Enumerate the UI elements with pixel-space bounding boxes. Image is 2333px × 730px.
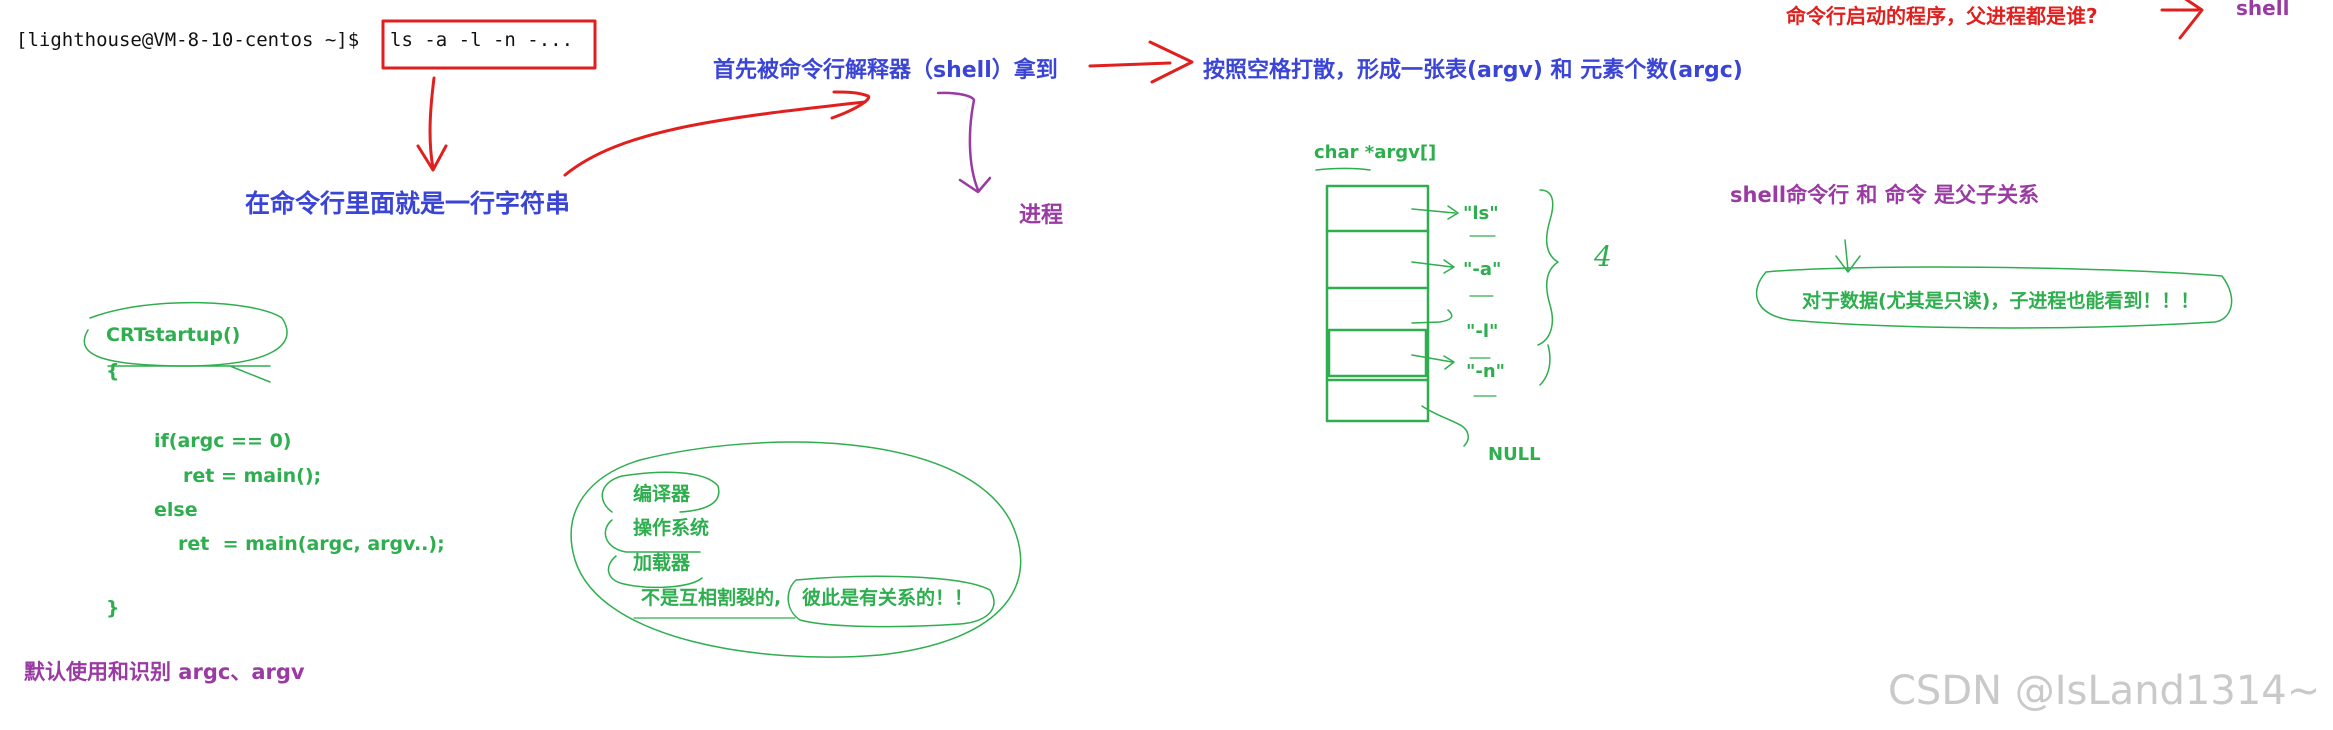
system-item: 操作系统 bbox=[633, 517, 710, 539]
child-data-bubble bbox=[1755, 266, 2233, 329]
argv-table-outline bbox=[1325, 184, 1430, 423]
arrow-to-split-head bbox=[1148, 40, 1194, 84]
note-command-line-string: 在命令行里面就是一行字符串 bbox=[245, 189, 571, 218]
argv-entry: "-l" bbox=[1466, 321, 1499, 342]
arrow-command-down-head bbox=[416, 144, 448, 172]
arrow-to-process bbox=[936, 91, 980, 192]
crt-header-circle bbox=[83, 301, 288, 367]
argv-null-terminator: NULL bbox=[1488, 444, 1541, 465]
crt-brace-underline bbox=[107, 365, 271, 383]
note-split-result: 按照空格打散，形成一张表(argv) 和 元素个数(argc) bbox=[1203, 58, 1743, 83]
down-arrow-to-bubble bbox=[1835, 239, 1861, 273]
argv-table-rows bbox=[1325, 229, 1430, 382]
note-parent-question: 命令行启动的程序，父进程都是谁? bbox=[1786, 4, 2098, 28]
crt-code-line: ret = main(argc, argv..); bbox=[178, 533, 445, 555]
arrow-to-shell-answer-head bbox=[2178, 0, 2204, 40]
arrow-to-shell-head bbox=[830, 90, 871, 120]
argv-cell-highlight bbox=[1327, 328, 1428, 378]
system-cluster-ellipse bbox=[570, 441, 1022, 658]
argv-count-note: 4 bbox=[1594, 240, 1612, 273]
argv-pointer-arrows bbox=[1411, 205, 1459, 370]
command-highlight-box bbox=[381, 19, 597, 70]
terminal-command: ls -a -l -n -... bbox=[390, 29, 574, 51]
watermark: CSDN @IsLand1314~ bbox=[1888, 668, 2321, 714]
argv-table-label: char *argv[] bbox=[1314, 142, 1437, 163]
arrow-command-down bbox=[428, 76, 436, 170]
system-item: 编译器 bbox=[633, 483, 691, 505]
note-process: 进程 bbox=[1019, 203, 1064, 228]
argv-entry: "ls" bbox=[1463, 203, 1499, 224]
crt-close-brace: } bbox=[106, 597, 120, 619]
system-item: 加载器 bbox=[633, 552, 691, 574]
argv-entry-underlines bbox=[1469, 235, 1497, 397]
note-child-can-see-data: 对于数据(尤其是只读)，子进程也能看到！！！ bbox=[1802, 290, 2200, 312]
terminal-prompt: [lighthouse@VM-8-10-centos ~]$ bbox=[16, 29, 371, 51]
crt-code-line: if(argc == 0) bbox=[154, 430, 292, 452]
note-shell-receives: 首先被命令行解释器（shell）拿到 bbox=[713, 58, 1058, 83]
argv-label-underline bbox=[1315, 167, 1371, 171]
crt-header: CRTstartup() bbox=[106, 324, 241, 346]
argv-null-pointer bbox=[1421, 405, 1469, 447]
crt-open-brace: { bbox=[106, 360, 120, 382]
system-statement-a: 不是互相割裂的, bbox=[641, 587, 782, 609]
statement-bubble bbox=[787, 575, 995, 628]
system-statement-b: 彼此是有关系的！！ bbox=[802, 587, 974, 609]
arrow-to-split bbox=[1088, 61, 1172, 68]
arrow-to-shell bbox=[563, 100, 867, 177]
arrow-to-process-head bbox=[958, 176, 992, 194]
argv-entry: "-n" bbox=[1466, 361, 1506, 382]
argv-count-brace bbox=[1537, 189, 1559, 386]
crt-code-line: ret = main(); bbox=[183, 465, 322, 487]
note-default-argc-argv: 默认使用和识别 argc、argv bbox=[24, 660, 305, 684]
note-parent-child-relation: shell命令行 和 命令 是父子关系 bbox=[1730, 183, 2040, 207]
system-items-loop bbox=[601, 471, 720, 589]
note-parent-answer: shell bbox=[2236, 0, 2290, 20]
crt-code-line: else bbox=[154, 499, 198, 521]
argv-entry: "-a" bbox=[1463, 259, 1502, 280]
